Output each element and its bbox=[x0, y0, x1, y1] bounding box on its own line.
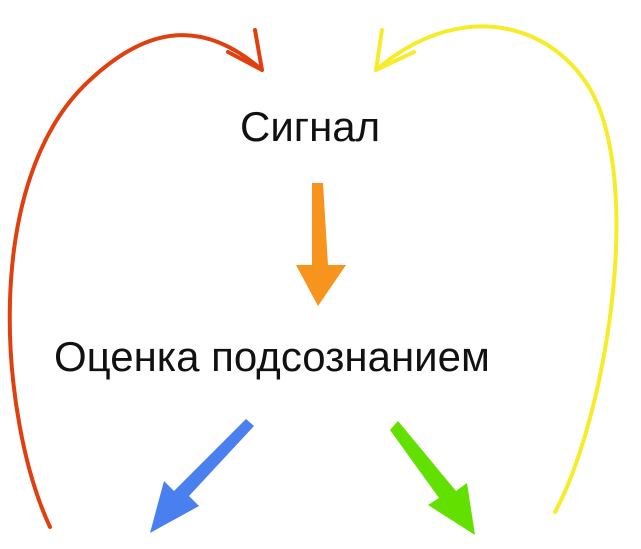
red-feedback-arrowhead bbox=[226, 28, 264, 72]
signal-node-label: Сигнал bbox=[240, 103, 381, 150]
yellow-feedback-arrow bbox=[374, 24, 619, 514]
yellow-feedback-arrowhead bbox=[374, 28, 416, 72]
green-down-right-arrow bbox=[390, 421, 475, 535]
blue-down-left-arrow bbox=[150, 419, 254, 533]
subconscious-evaluation-node-label: Оценка подсознанием bbox=[54, 333, 490, 380]
red-feedback-arrow bbox=[7, 33, 264, 529]
orange-down-arrow bbox=[296, 183, 346, 306]
